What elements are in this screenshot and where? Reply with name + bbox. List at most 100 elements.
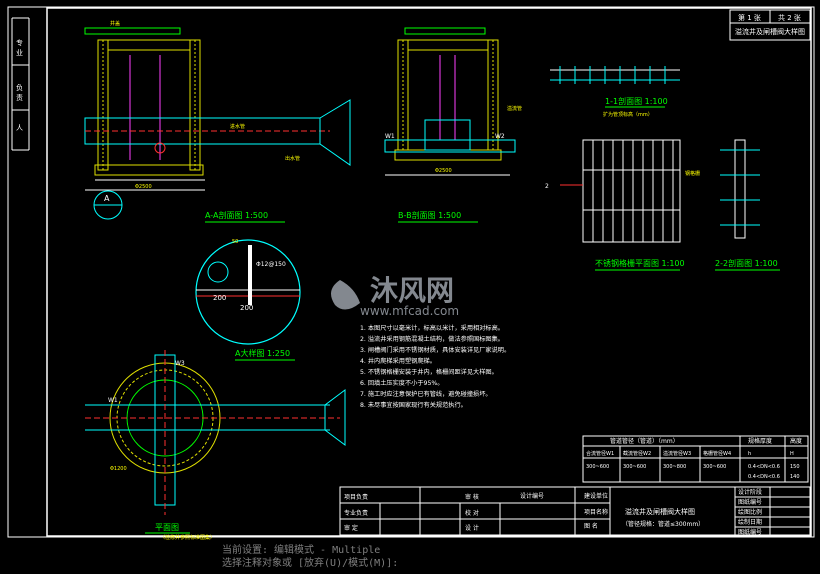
tb-design-no-label: 设计编号 <box>520 492 544 500</box>
watermark: 沐风网 www.mfcad.com <box>331 274 459 318</box>
w2-label: W2 <box>495 133 505 140</box>
strip-char: 专 <box>16 38 23 47</box>
section-22-title: 2-2剖面图 1:100 <box>715 258 778 268</box>
spec-header-group: 管道管径（管道）（mm） <box>610 437 679 445</box>
plan-view: W1 W3 Φ1200 平面图 （检修井参照标准图集） <box>85 350 346 541</box>
w1-label: W1 <box>385 133 395 140</box>
a-detail-title: A大样图 1:250 <box>235 348 290 358</box>
spec-col-head: 截流管径W2 <box>623 450 651 457</box>
note-line: 8. 未尽事宜按国家现行有关规范执行。 <box>360 401 467 409</box>
overflow-label: 溢流管 <box>507 105 522 112</box>
plan-subtitle: （检修井参照标准图集） <box>160 534 215 541</box>
tb-drawing-name-sub: （管径规格：管道≤300mm） <box>622 520 704 528</box>
command-status-bar: 当前设置: 编辑模式 - Multiple 选择注释对象或 [放弃(U)/模式(… <box>222 544 398 570</box>
inlet-label: 进水管 <box>230 123 245 130</box>
note-line: 3. 闸槽阀门采用不锈钢材质，具体安装详见厂家说明。 <box>360 346 510 354</box>
w1-plan-label: W1 <box>108 397 118 404</box>
outlet-label: 出水管 <box>285 155 300 162</box>
plan-title: 平面图 <box>155 523 179 532</box>
strip-char: 人 <box>16 124 23 132</box>
spec-cell: 140 <box>790 474 800 480</box>
title-block: 项目负责审 核专业负责校 对审 定设 计 建设单位 项目名称 图 名 设计编号 … <box>339 486 811 536</box>
note-line: 4. 井内爬梯采用塑钢爬梯。 <box>360 357 436 365</box>
dim-50: 50 <box>232 239 238 245</box>
tb-right-label: 绘制日期 <box>738 518 762 526</box>
dim-1200: Φ1200 <box>110 466 127 472</box>
bb-section-view: W1 W2 Φ2500 溢流管 B-B剖面图 1:500 <box>384 27 522 223</box>
section-22-view: 2-2剖面图 1:100 <box>715 139 780 271</box>
sheet-info-box: 第 1 张 共 2 张 溢流井及闸槽阀大样图 <box>729 9 811 41</box>
strip-char: 责 <box>16 93 23 102</box>
tb-right-label: 图纸编号 <box>738 528 762 536</box>
tb-check-label: 设 计 <box>465 524 479 532</box>
tb-unit-label: 建设单位 <box>584 492 608 500</box>
spec-table: 管道管径（管道）（mm） 规格厚度 高度 合流管径W1 截流管径W2 溢流管径W3 格… <box>582 435 809 483</box>
status-line-1: 当前设置: 编辑模式 - Multiple <box>222 545 381 556</box>
cover-label: 井盖 <box>110 20 120 27</box>
spec-cell: 0.4<DN<0.6 <box>748 474 780 480</box>
tb-role-label: 项目负责 <box>344 493 368 501</box>
dim-200-a: 200 <box>213 294 226 302</box>
sheet-title: 溢流井及闸槽阀大样图 <box>735 27 805 36</box>
tb-right-label: 图纸编号 <box>738 498 762 506</box>
tb-drawing-label: 图 名 <box>584 522 598 530</box>
page-no: 第 1 张 <box>738 13 761 22</box>
note-line: 1. 本图尺寸以毫米计，标高以米计，采用相对标高。 <box>360 324 504 332</box>
spec-cell: 150 <box>790 464 800 470</box>
tb-drawing-name: 溢流井及闸槽阀大样图 <box>625 507 695 516</box>
status-line-2[interactable]: 选择注释对象或 [放弃(U)/模式(M)]: <box>222 558 399 569</box>
dim-150: Φ12@150 <box>256 261 286 268</box>
strip-char: 负 <box>16 83 23 92</box>
section-11-subtitle: 扩为管顶标高（mm） <box>603 111 653 118</box>
spec-col-head: 合流管径W1 <box>586 450 614 457</box>
watermark-url: www.mfcad.com <box>360 304 459 318</box>
aa-section-view: 井盖 Φ2500 进水管 出水管 A A-A剖面图 1:500 <box>84 20 351 223</box>
section-11-title: 1-1剖面图 1:100 <box>605 96 668 106</box>
tb-check-label: 审 核 <box>465 493 479 501</box>
grate-marker-2: 2 <box>545 183 549 190</box>
dim-2500-b: Φ2500 <box>435 168 452 174</box>
spec-header-right: 规格厚度 <box>748 437 772 445</box>
tb-role-label: 专业负责 <box>344 509 368 517</box>
spec-col-head: H <box>790 451 794 457</box>
aa-section-title: A-A剖面图 1:500 <box>205 210 268 220</box>
spec-cell: 300~600 <box>623 464 646 470</box>
note-line: 2. 溢流井采用钢筋混凝土结构，做法参照国标图集。 <box>360 335 504 343</box>
tb-right-label: 设计阶段 <box>738 488 762 496</box>
strip-char: 业 <box>16 48 23 57</box>
notes-block: 1. 本图尺寸以毫米计，标高以米计，采用相对标高。 2. 溢流井采用钢筋混凝土结构… <box>360 324 510 409</box>
tb-check-label: 校 对 <box>465 509 479 517</box>
note-line: 7. 施工时应注意保护已有管线，避免碰撞损坏。 <box>360 390 492 398</box>
watermark-brand: 沐风网 <box>370 274 454 307</box>
tb-role-label: 审 定 <box>344 524 358 532</box>
detail-a-marker: A <box>104 194 110 203</box>
dim-2500-a: Φ2500 <box>135 184 152 190</box>
page-total: 共 2 张 <box>778 13 801 22</box>
dim-200-b: 200 <box>240 304 253 312</box>
spec-cell: 300~600 <box>703 464 726 470</box>
spec-col-head: 溢流管径W3 <box>663 450 691 457</box>
tb-right-label: 绘图比例 <box>738 508 762 516</box>
tb-project-label: 项目名称 <box>584 508 608 516</box>
grate-plan-view: 2 钢格栅 不锈钢格栅平面图 1:100 <box>545 139 700 271</box>
grate-plan-title: 不锈钢格栅平面图 1:100 <box>595 258 685 268</box>
spec-cell: 0.4<DN<0.6 <box>748 464 780 470</box>
grate-label: 钢格栅 <box>685 170 700 177</box>
sheet-border-inner <box>46 7 812 537</box>
spec-col-head: h <box>748 451 751 457</box>
a-detail-view: Φ12@150 200 200 50 A大样图 1:250 <box>195 239 301 361</box>
spec-col-head: 格栅管径W4 <box>703 450 731 457</box>
note-line: 5. 不锈钢格栅安装于井内，格栅间距详见大样图。 <box>360 368 498 376</box>
watermark-logo <box>331 280 360 310</box>
spec-cell: 300~800 <box>663 464 686 470</box>
left-binding-strip: 专 业 负 责 人 <box>11 17 30 151</box>
spec-cell: 300~600 <box>586 464 609 470</box>
section-11-view: 1-1剖面图 1:100 扩为管顶标高（mm） <box>550 66 680 118</box>
w3-plan-label: W3 <box>175 360 185 367</box>
spec-header-far: 高度 <box>790 437 802 445</box>
bb-section-title: B-B剖面图 1:500 <box>398 210 461 220</box>
sheet-border-outer <box>7 6 815 538</box>
note-line: 6. 回填土压实度不小于95%。 <box>360 379 444 387</box>
